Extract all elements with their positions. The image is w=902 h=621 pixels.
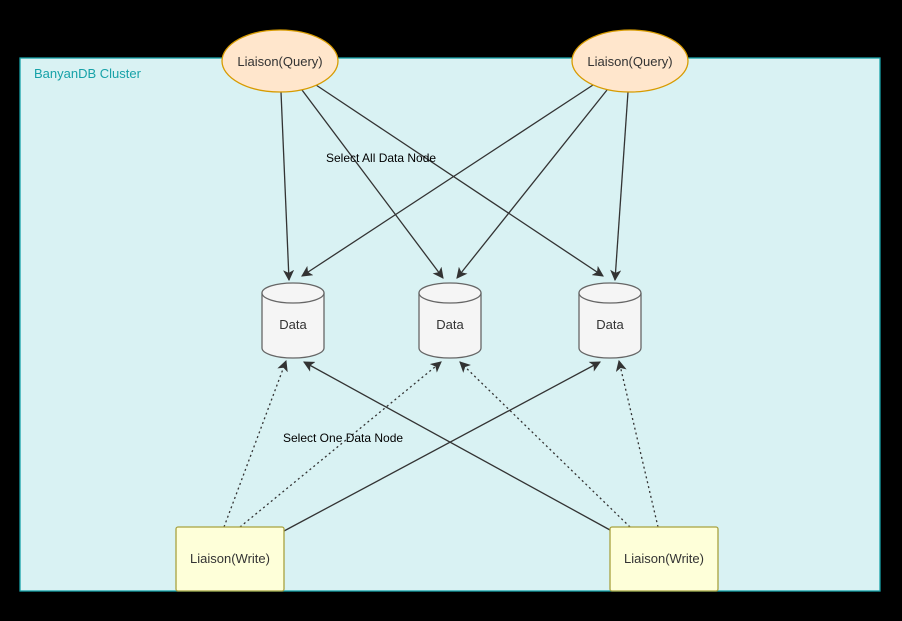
query-node-2-shape: [571, 29, 689, 93]
write-node-1-shape: [175, 526, 285, 592]
select-one-edge-label: Select One Data Node: [283, 431, 403, 445]
edge-write2-data1: [303, 361, 611, 531]
query-node-1-label: Liaison(Query): [237, 54, 322, 69]
edge-query1-data1: [280, 91, 295, 282]
edge-write1-data3: [283, 361, 601, 532]
edge-query2-data3: [610, 91, 629, 282]
data-node-1-body: [261, 293, 325, 359]
edge-query1-data2: [301, 89, 444, 279]
data-node-1-top: [261, 282, 325, 304]
edge-write1-data2: [239, 361, 442, 528]
data-node-1-label: Data: [279, 317, 307, 332]
data-node-2-top: [418, 282, 482, 304]
edge-query1-data3: [315, 84, 604, 277]
edge-query2-data2: [456, 89, 608, 279]
write-edges: [223, 359, 659, 532]
select-all-edge-label: Select All Data Node: [326, 151, 436, 165]
data-node-3-label: Data: [596, 317, 624, 332]
query-node-2-label: Liaison(Query): [587, 54, 672, 69]
edge-write2-data3: [615, 359, 659, 528]
query-node-2: Liaison(Query): [571, 29, 689, 93]
query-node-1-shape: [221, 29, 339, 93]
write-node-1-label: Liaison(Write): [190, 551, 270, 566]
data-node-3-body: [578, 293, 642, 359]
data-node-1: Data: [261, 282, 325, 359]
data-node-2: Data: [418, 282, 482, 359]
data-node-3: Data: [578, 282, 642, 359]
data-node-2-label: Data: [436, 317, 464, 332]
query-node-1: Liaison(Query): [221, 29, 339, 93]
edge-query2-data1: [301, 84, 594, 277]
data-node-2-body: [418, 293, 482, 359]
data-node-3-top: [578, 282, 642, 304]
write-node-2-label: Liaison(Write): [624, 551, 704, 566]
write-node-1: Liaison(Write): [175, 526, 285, 592]
write-node-2: Liaison(Write): [609, 526, 719, 592]
cluster-label: BanyanDB Cluster: [34, 66, 142, 81]
query-edges: [280, 84, 629, 282]
write-node-2-shape: [609, 526, 719, 592]
